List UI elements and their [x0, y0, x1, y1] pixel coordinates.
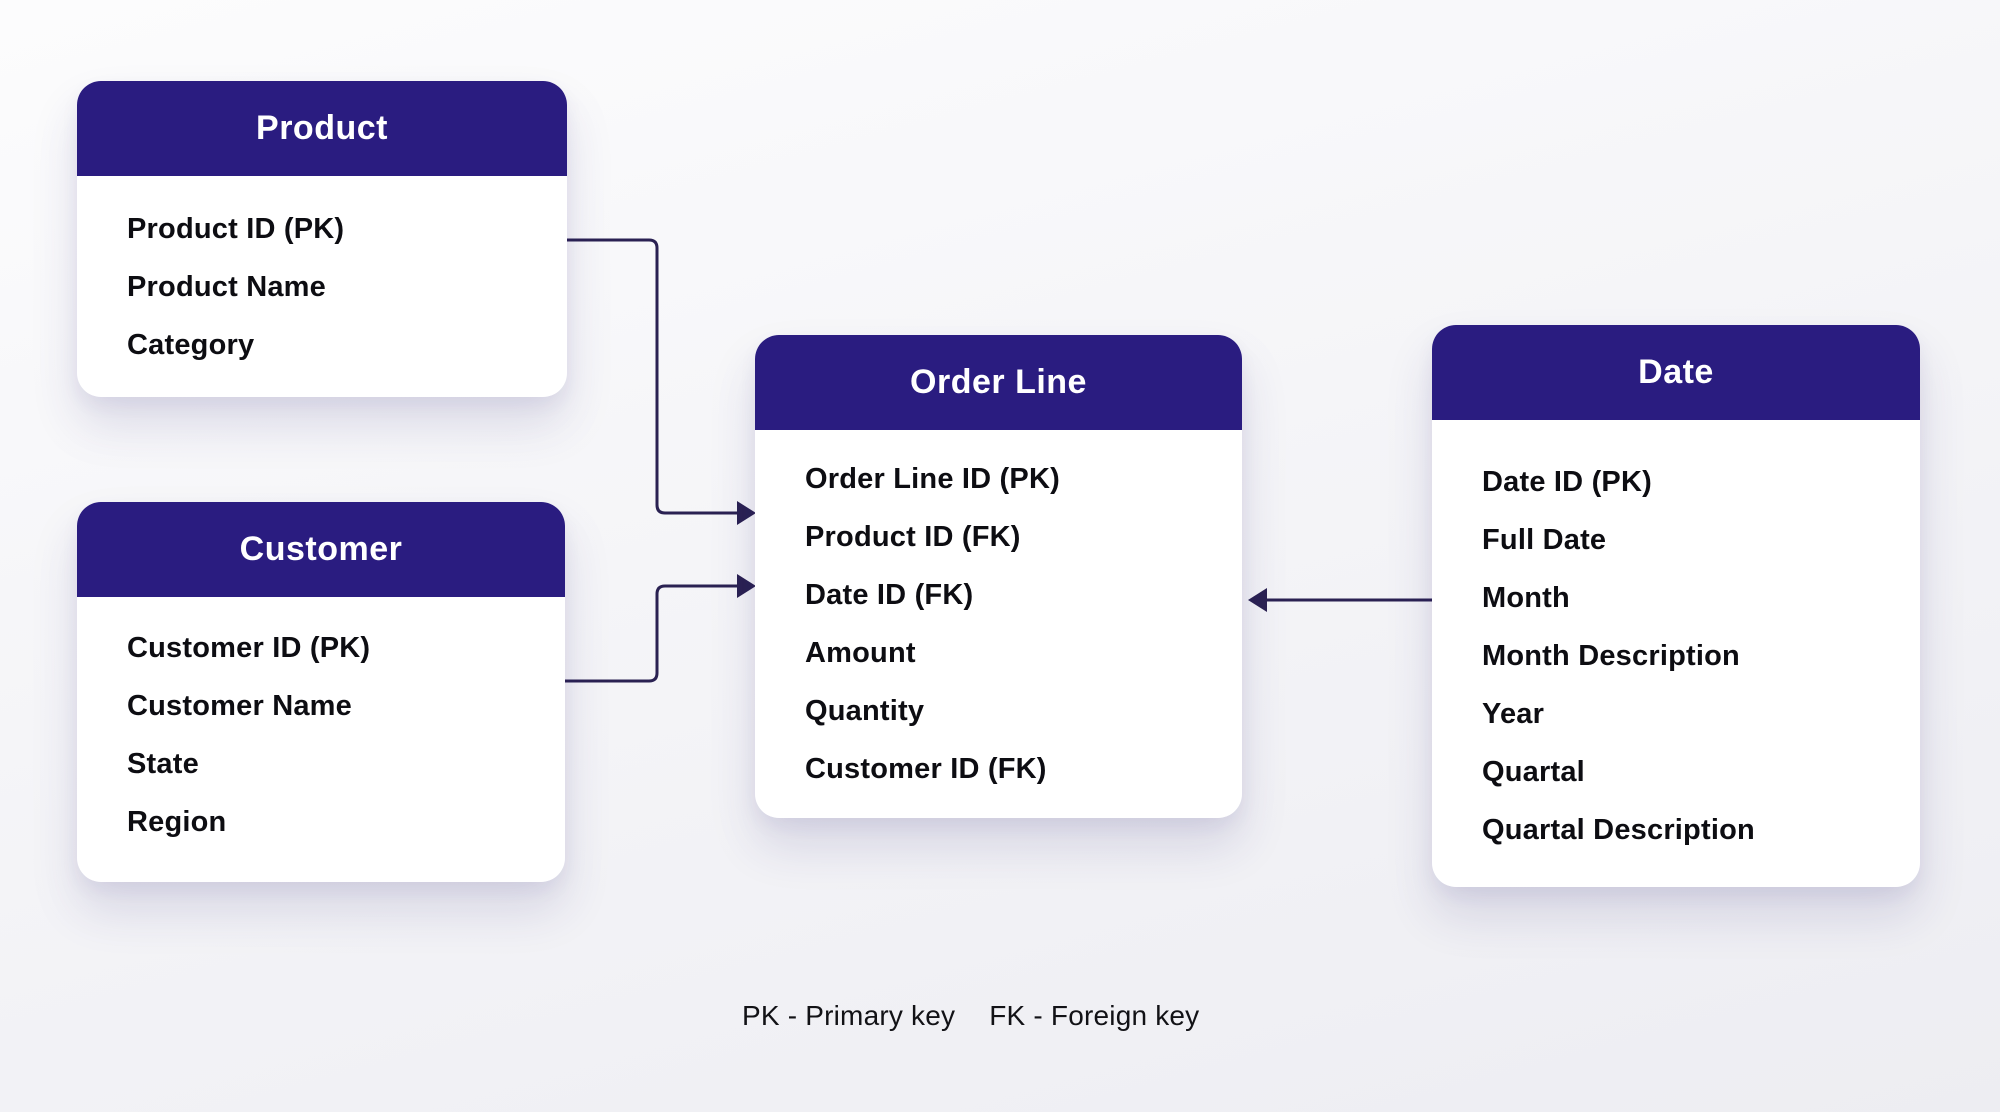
table-order-line-title: Order Line [910, 363, 1087, 401]
connector-product-orderline [567, 238, 737, 515]
legend: PK - Primary key FK - Foreign key [742, 1000, 1199, 1032]
table-row: State [127, 748, 199, 780]
table-customer-title: Customer [239, 530, 403, 568]
table-row: Quartal Description [1482, 814, 1755, 846]
table-customer-rows: Customer ID (PK) Customer Name State Reg… [77, 597, 565, 851]
table-row: Region [127, 806, 227, 838]
table-row: Customer ID (FK) [805, 753, 1047, 785]
table-product: Product Product ID (PK) Product Name Cat… [77, 81, 567, 397]
table-row: Customer ID (PK) [127, 632, 371, 664]
table-row: Product ID (PK) [127, 213, 345, 245]
connector-customer-orderline [565, 584, 737, 683]
legend-pk: PK - Primary key [742, 1000, 956, 1031]
table-order-line-rows: Order Line ID (PK) Product ID (FK) Date … [755, 430, 1242, 798]
table-order-line-header: Order Line [755, 335, 1242, 430]
table-row: Order Line ID (PK) [805, 463, 1060, 495]
table-date: Date Date ID (PK) Full Date Month Month … [1432, 325, 1920, 887]
table-row: Product ID (FK) [805, 521, 1021, 553]
table-row: Full Date [1482, 524, 1607, 556]
table-row: Product Name [127, 271, 326, 303]
table-customer-header: Customer [77, 502, 565, 597]
table-date-title: Date [1638, 353, 1714, 391]
table-order-line: Order Line Order Line ID (PK) Product ID… [755, 335, 1242, 818]
table-row: Month [1482, 582, 1570, 614]
table-date-header: Date [1432, 325, 1920, 420]
arrowhead-product-orderline-icon [737, 501, 756, 525]
legend-fk: FK - Foreign key [989, 1000, 1200, 1031]
table-row: Category [127, 329, 255, 361]
table-customer: Customer Customer ID (PK) Customer Name … [77, 502, 565, 882]
table-row: Year [1482, 698, 1545, 730]
table-row: Amount [805, 637, 916, 669]
table-row: Date ID (FK) [805, 579, 974, 611]
table-product-header: Product [77, 81, 567, 176]
table-product-title: Product [256, 109, 388, 147]
arrowhead-date-orderline-icon [1248, 588, 1267, 612]
arrowhead-customer-orderline-icon [737, 574, 756, 598]
table-date-rows: Date ID (PK) Full Date Month Month Descr… [1432, 420, 1920, 859]
table-row: Date ID (PK) [1482, 466, 1652, 498]
table-product-rows: Product ID (PK) Product Name Category [77, 176, 567, 374]
table-row: Quantity [805, 695, 925, 727]
table-row: Month Description [1482, 640, 1740, 672]
table-row: Customer Name [127, 690, 352, 722]
table-row: Quartal [1482, 756, 1585, 788]
